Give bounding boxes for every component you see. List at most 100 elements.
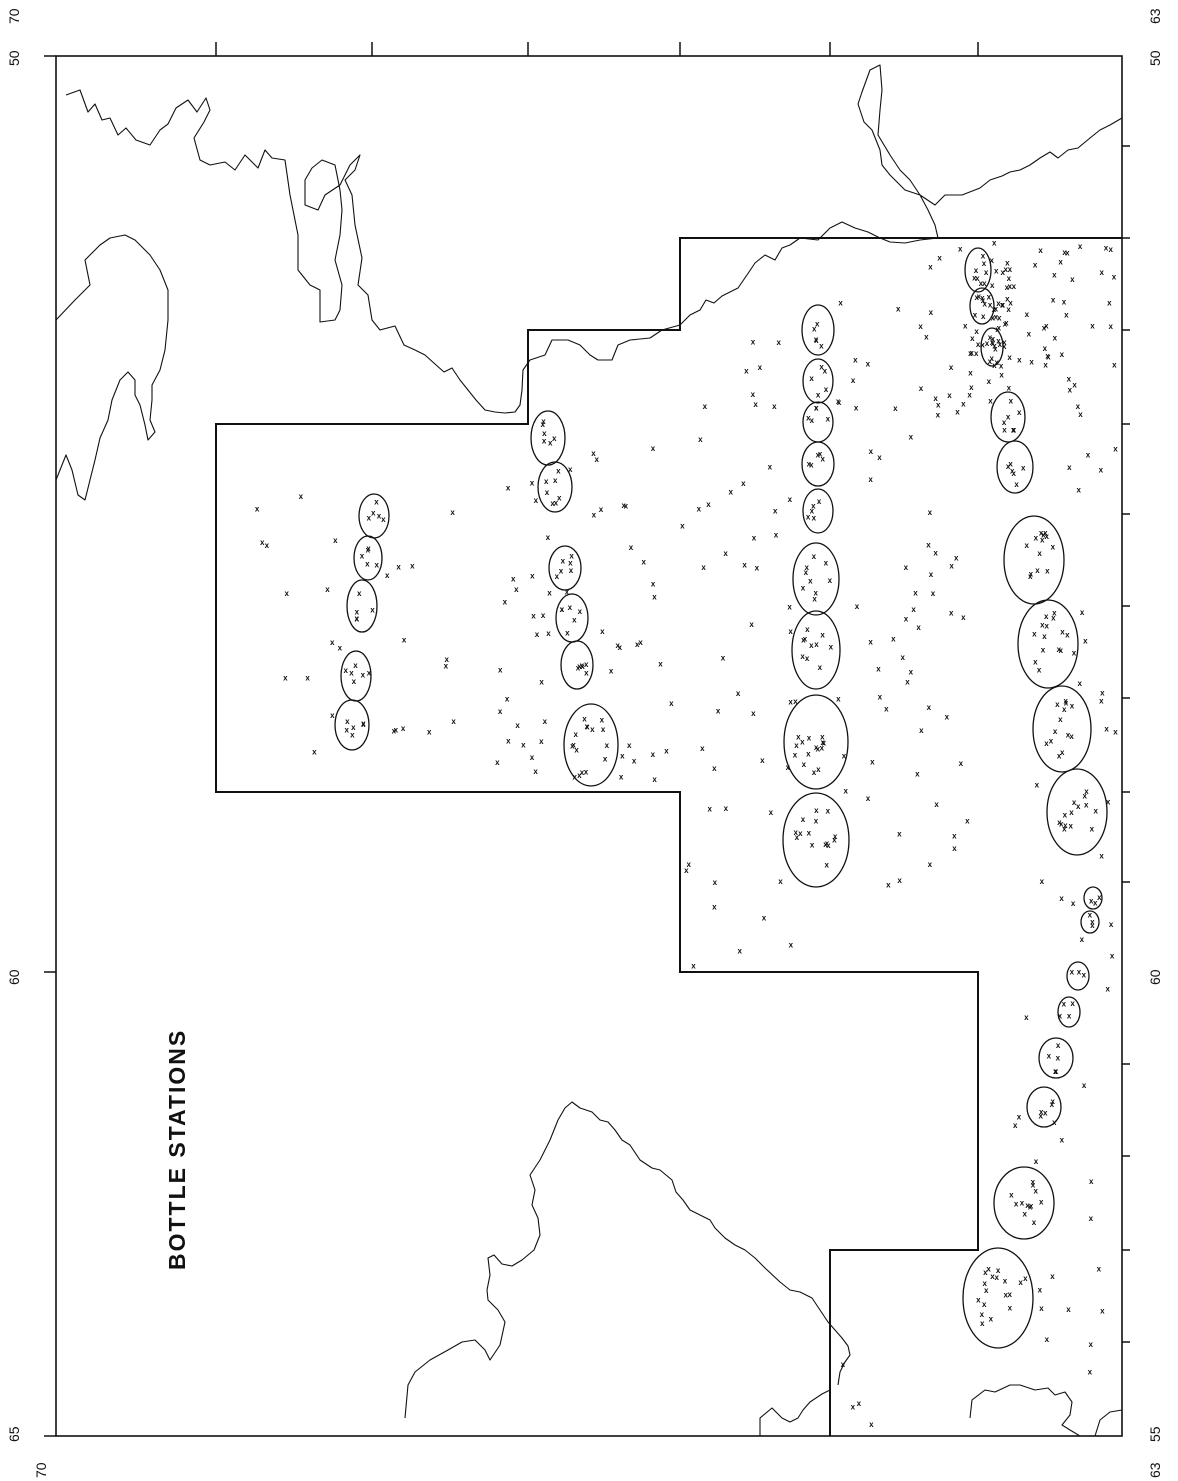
station-marker-412: x — [876, 664, 881, 673]
station-marker-15: x — [370, 606, 375, 615]
station-marker-67: x — [814, 335, 819, 344]
station-marker-117: x — [794, 741, 799, 750]
station-marker-241: x — [1025, 1201, 1030, 1210]
station-marker-209: x — [1090, 825, 1095, 834]
station-ellipse-33 — [1057, 996, 1081, 1028]
station-marker-139: x — [984, 268, 989, 277]
station-marker-89: x — [812, 514, 817, 523]
station-marker-485: x — [1017, 408, 1022, 417]
station-marker-535: x — [1100, 689, 1105, 698]
station-marker-34: x — [545, 488, 550, 497]
station-marker-618: x — [992, 361, 997, 370]
station-marker-182: x — [1051, 613, 1056, 622]
station-marker-81: x — [818, 450, 823, 459]
station-marker-578: x — [994, 267, 999, 276]
station-ellipse-37 — [962, 1247, 1034, 1349]
station-marker-538: x — [1104, 724, 1109, 733]
station-marker-211: x — [1093, 806, 1098, 815]
station-marker-252: x — [1007, 1290, 1012, 1299]
station-marker-482: x — [1062, 248, 1067, 257]
station-marker-567: x — [1045, 1335, 1050, 1344]
station-marker-478: x — [998, 340, 1003, 349]
station-marker-486: x — [1029, 358, 1034, 367]
station-marker-59: x — [574, 745, 579, 754]
station-marker-251: x — [980, 1310, 985, 1319]
station-marker-240: x — [1020, 1198, 1025, 1207]
station-marker-460: x — [926, 540, 931, 549]
station-marker-441: x — [911, 605, 916, 614]
station-marker-151: x — [1011, 426, 1016, 435]
station-marker-108: x — [818, 663, 823, 672]
station-marker-338: x — [592, 511, 597, 520]
coastline-southeast — [969, 1384, 1081, 1437]
station-marker-577: x — [1003, 265, 1008, 274]
station-marker-201: x — [1068, 821, 1073, 830]
station-marker-292: x — [543, 717, 548, 726]
station-marker-545: x — [1099, 852, 1104, 861]
station-marker-91: x — [804, 568, 809, 577]
station-marker-249: x — [982, 1279, 987, 1288]
station-marker-551: x — [1060, 1135, 1065, 1144]
station-marker-431: x — [854, 404, 859, 413]
station-marker-310: x — [620, 752, 625, 761]
station-marker-459: x — [909, 433, 914, 442]
station-marker-540: x — [1086, 451, 1091, 460]
station-marker-514: x — [1108, 322, 1113, 331]
station-marker-340: x — [498, 707, 503, 716]
station-marker-123: x — [812, 768, 817, 777]
station-marker-494: x — [1052, 271, 1057, 280]
station-marker-236: x — [1031, 1180, 1036, 1189]
station-marker-593: x — [994, 305, 999, 314]
station-marker-286: x — [255, 505, 260, 514]
station-marker-111: x — [802, 760, 807, 769]
station-marker-112: x — [820, 733, 825, 742]
station-marker-220: x — [1070, 968, 1075, 977]
station-marker-443: x — [900, 653, 905, 662]
station-marker-309: x — [541, 611, 546, 620]
station-marker-157: x — [1006, 462, 1011, 471]
station-ellipse-31 — [1080, 910, 1100, 934]
station-marker-594: x — [1000, 301, 1005, 310]
station-marker-110: x — [807, 733, 812, 742]
station-marker-233: x — [1038, 1111, 1043, 1120]
station-marker-437: x — [904, 563, 909, 572]
station-marker-360: x — [758, 363, 763, 372]
station-marker-238: x — [1028, 1203, 1033, 1212]
station-marker-33: x — [554, 498, 559, 507]
station-marker-258: x — [986, 1265, 991, 1274]
station-marker-206: x — [1082, 792, 1087, 801]
station-marker-520: x — [1044, 321, 1049, 330]
station-ellipse-3 — [346, 579, 378, 633]
station-marker-204: x — [1063, 810, 1068, 819]
station-marker-325: x — [632, 757, 637, 766]
station-marker-128: x — [807, 829, 812, 838]
station-marker-272: x — [385, 571, 390, 580]
station-marker-207: x — [1072, 798, 1077, 807]
station-marker-283: x — [394, 726, 399, 735]
station-marker-496: x — [1007, 384, 1012, 393]
station-marker-500: x — [1104, 243, 1109, 252]
station-ellipse-20 — [782, 792, 850, 888]
station-marker-194: x — [1053, 727, 1058, 736]
station-marker-558: x — [1066, 1305, 1071, 1314]
station-marker-590: x — [980, 294, 985, 303]
station-marker-188: x — [1041, 646, 1046, 655]
station-marker-300: x — [511, 575, 516, 584]
station-marker-61: x — [573, 730, 578, 739]
station-marker-591: x — [996, 299, 1001, 308]
station-marker-477: x — [1058, 258, 1063, 267]
station-ellipse-24 — [990, 391, 1026, 443]
station-marker-579: x — [974, 266, 979, 275]
station-marker-396: x — [723, 549, 728, 558]
station-marker-390: x — [788, 495, 793, 504]
station-marker-87: x — [810, 507, 815, 516]
station-marker-588: x — [987, 292, 992, 301]
station-marker-147: x — [988, 333, 993, 342]
station-ellipse-8 — [548, 545, 582, 591]
station-marker-218: x — [1088, 911, 1093, 920]
station-marker-165: x — [1043, 529, 1048, 538]
station-marker-307: x — [669, 699, 674, 708]
station-marker-479: x — [1060, 350, 1065, 359]
station-ellipse-10 — [560, 640, 594, 690]
